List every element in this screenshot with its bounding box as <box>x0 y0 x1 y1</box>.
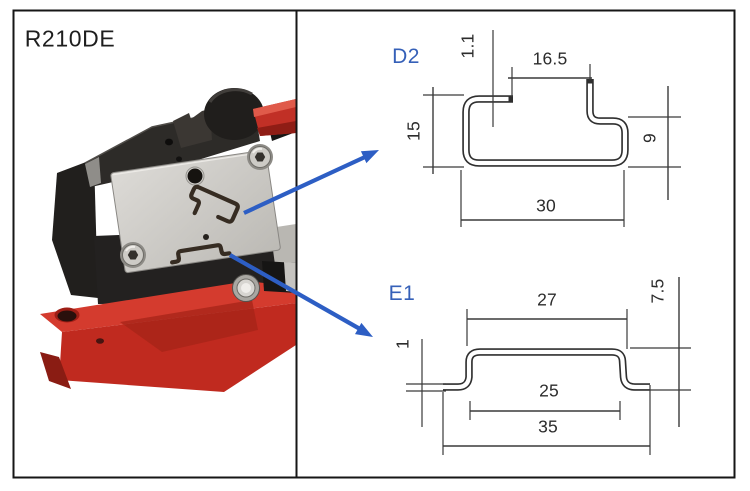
machine-base-top <box>40 281 296 332</box>
machine-base-lip <box>40 352 71 389</box>
product-model-label: R210DE <box>24 25 116 52</box>
e1-dim-top-width: 27 <box>537 289 557 310</box>
screw-glint <box>125 245 136 252</box>
e1-diagram-label: E1 <box>388 282 416 305</box>
outer-border <box>12 9 736 479</box>
d2-dim-base-width: 30 <box>536 195 556 216</box>
lower-arrow-shaft <box>228 253 362 331</box>
base-bolt <box>232 274 260 302</box>
e1-dim-thickness: 1 <box>392 339 413 349</box>
bolt-dome <box>241 283 251 293</box>
e1-dim-height: 7.5 <box>647 278 668 304</box>
panel-frame <box>12 9 736 479</box>
screw-glint <box>252 147 263 154</box>
machine-base-mount-hole <box>57 310 77 322</box>
e1-dim-inner-width: 25 <box>539 380 559 401</box>
machine-handle-highlight <box>253 99 296 117</box>
d2-dim-height-left: 15 <box>403 121 424 141</box>
plate-screw-top-right <box>247 144 273 170</box>
die-slot-e1 <box>170 243 232 265</box>
die-plate-bevel <box>112 151 265 176</box>
callout-arrow-icon <box>228 253 373 337</box>
upper-arrow-shaft <box>243 155 366 215</box>
machine-handle-shade <box>257 121 296 136</box>
die-plate-big-hole-rim <box>185 166 205 186</box>
d2-profile-metal <box>463 83 628 166</box>
die-plate-big-hole <box>187 168 203 184</box>
callout-arrows <box>228 150 379 337</box>
machine-base-shadow <box>120 300 258 352</box>
die-plate-dot-hole <box>203 234 209 240</box>
e1-dim-base-width: 35 <box>538 416 558 437</box>
callout-arrow-icon <box>243 150 379 215</box>
screw-socket <box>127 250 139 260</box>
d2-diagram-label: D2 <box>392 45 420 68</box>
e1-profile-metal <box>443 349 650 390</box>
d2-dim-height-right: 9 <box>639 133 660 143</box>
upper-arrow-head <box>360 150 379 164</box>
machine-guide-cap <box>284 262 297 292</box>
machine-beam-hole-2 <box>176 156 182 162</box>
die-slot-d2 <box>189 184 240 224</box>
machine-beam-hole <box>165 138 173 146</box>
machine-pivot-block <box>173 109 212 148</box>
machine-base-hole-2 <box>96 338 104 344</box>
lower-arrow-head <box>355 322 373 337</box>
machine-beam-end-face <box>85 157 101 187</box>
d2-dim-thickness: 1.1 <box>457 33 478 59</box>
plate-screw-bottom-left <box>120 242 146 268</box>
machine-photo <box>40 88 297 392</box>
screw-socket <box>254 152 266 162</box>
machine-left-wing <box>52 159 98 298</box>
e1-drawing <box>406 277 691 455</box>
machine-roller-highlight <box>208 88 253 103</box>
d2-drawing <box>423 30 681 227</box>
machine-cam-roller <box>204 88 264 140</box>
d2-dim-top-opening: 16.5 <box>532 48 568 69</box>
